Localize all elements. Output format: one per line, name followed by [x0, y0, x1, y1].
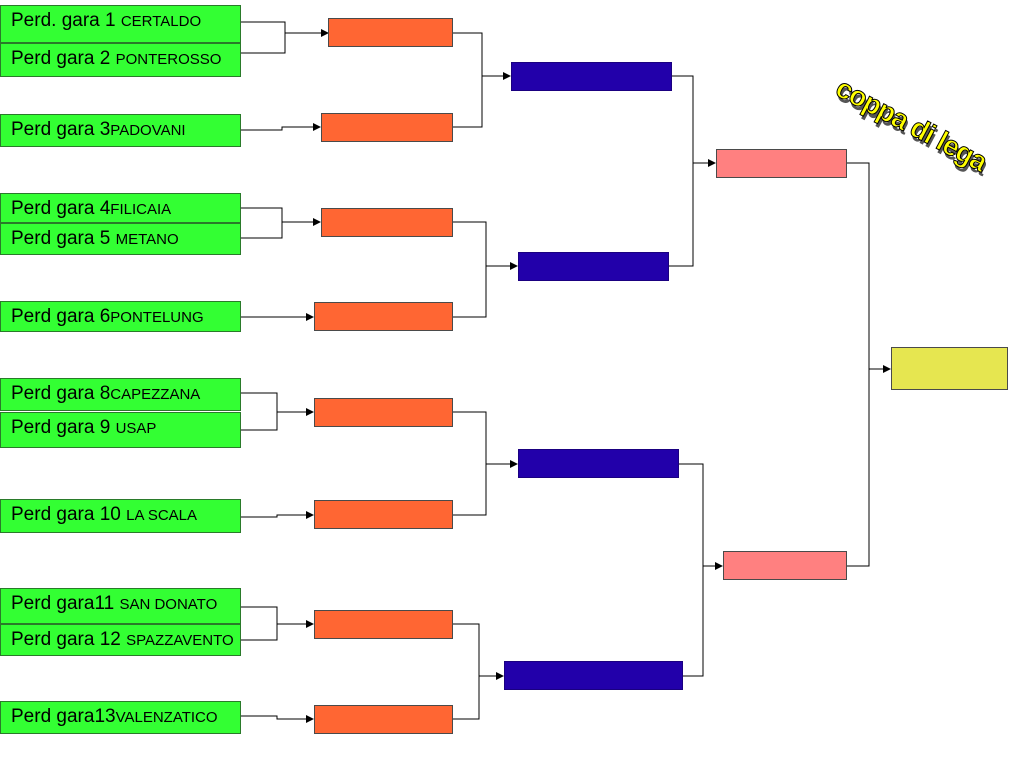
entry-label: Perd gara 12: [11, 629, 127, 650]
round2-slot-4: [504, 661, 683, 690]
entry-box-4: Perd gara 4FILICAIA: [0, 193, 241, 223]
entry-box-5: Perd gara 5 METANO: [0, 223, 241, 255]
round1-slot-4: [314, 302, 453, 331]
entry-box-2: Perd gara 2 PONTEROSSO: [0, 43, 241, 77]
entry-team: VALENZATICO: [115, 709, 218, 726]
entry-label: Perd gara 2: [11, 48, 116, 69]
entry-team: PADOVANI: [110, 122, 186, 139]
entry-team: FILICAIA: [110, 201, 172, 218]
semifinal-slot-2: [723, 551, 847, 580]
final-slot: [891, 347, 1008, 390]
round2-slot-3: [518, 449, 679, 478]
entry-team: USAP: [115, 420, 157, 437]
entry-label: Perd gara 3: [11, 119, 111, 140]
entry-box-9: Perd gara 10 LA SCALA: [0, 499, 241, 533]
entry-label: Perd gara 4: [11, 198, 111, 219]
entry-box-6: Perd gara 6PONTELUNG: [0, 301, 241, 332]
round2-slot-2: [518, 252, 669, 281]
entry-label: Perd gara 6: [11, 306, 111, 327]
entry-box-11: Perd gara 12 SPAZZAVENTO: [0, 624, 241, 656]
round2-slot-1: [511, 62, 672, 91]
entry-label: Perd gara13: [11, 706, 116, 727]
entry-box-7: Perd gara 8CAPEZZANA: [0, 378, 241, 411]
entry-box-8: Perd gara 9 USAP: [0, 412, 241, 448]
entry-team: PONTEROSSO: [115, 51, 222, 68]
entry-team: LA SCALA: [126, 507, 198, 524]
entry-box-12: Perd gara13VALENZATICO: [0, 701, 241, 734]
round1-slot-2: [321, 113, 453, 142]
entry-label: Perd gara 9: [11, 417, 116, 438]
round1-slot-3: [321, 208, 453, 237]
entry-label: Perd gara 8: [11, 383, 111, 404]
entry-box-3: Perd gara 3PADOVANI: [0, 114, 241, 147]
entry-label: Perd. gara 1: [11, 10, 121, 31]
entry-label: Perd gara 5: [11, 228, 116, 249]
entry-team: METANO: [115, 231, 179, 248]
round1-slot-7: [314, 610, 453, 639]
entry-box-10: Perd gara11 SAN DONATO: [0, 588, 241, 624]
entry-team: SAN DONATO: [119, 596, 218, 613]
entry-team: SPAZZAVENTO: [126, 632, 234, 649]
entry-team: PONTELUNG: [110, 309, 204, 326]
entry-label: Perd gara11: [11, 593, 120, 614]
entry-box-1: Perd. gara 1 CERTALDO: [0, 5, 241, 43]
round1-slot-5: [314, 398, 453, 427]
round1-slot-6: [314, 500, 453, 529]
semifinal-slot-1: [716, 149, 847, 178]
entry-label: Perd gara 10: [11, 504, 127, 525]
entry-team: CAPEZZANA: [110, 386, 201, 403]
round1-slot-8: [314, 705, 453, 734]
entry-team: CERTALDO: [120, 13, 202, 30]
round1-slot-1: [328, 18, 453, 47]
